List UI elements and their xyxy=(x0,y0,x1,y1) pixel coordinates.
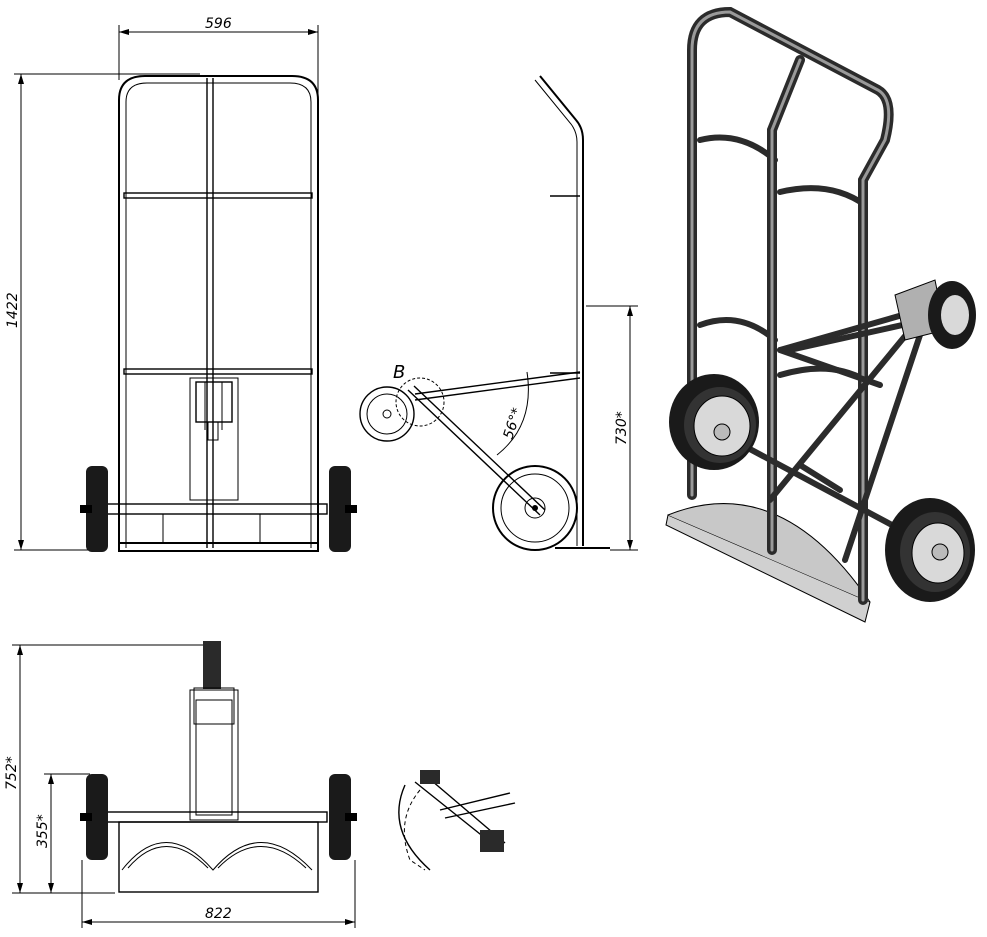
side-view: B 56°* 730* xyxy=(359,75,638,551)
front-width-label: 596 xyxy=(205,16,232,32)
detail-label: B xyxy=(393,362,405,383)
top-depth-label: 752* xyxy=(4,756,20,790)
dimension-height-front: 1422 xyxy=(5,73,200,551)
top-platform-label: 355* xyxy=(35,814,51,848)
detail-b xyxy=(398,770,516,871)
top-right-wheel xyxy=(329,774,351,860)
front-right-wheel xyxy=(329,466,351,552)
front-view: 596 1422 xyxy=(5,16,357,552)
isometric-view xyxy=(665,6,976,623)
dimension-width-front: 596 xyxy=(118,16,319,120)
front-height-label: 1422 xyxy=(5,292,21,328)
front-left-wheel xyxy=(86,466,108,552)
top-left-wheel xyxy=(86,774,108,860)
top-width-label: 822 xyxy=(205,906,232,922)
top-view: 752* 355* 822 xyxy=(4,641,357,928)
side-height-label: 730* xyxy=(614,411,630,445)
